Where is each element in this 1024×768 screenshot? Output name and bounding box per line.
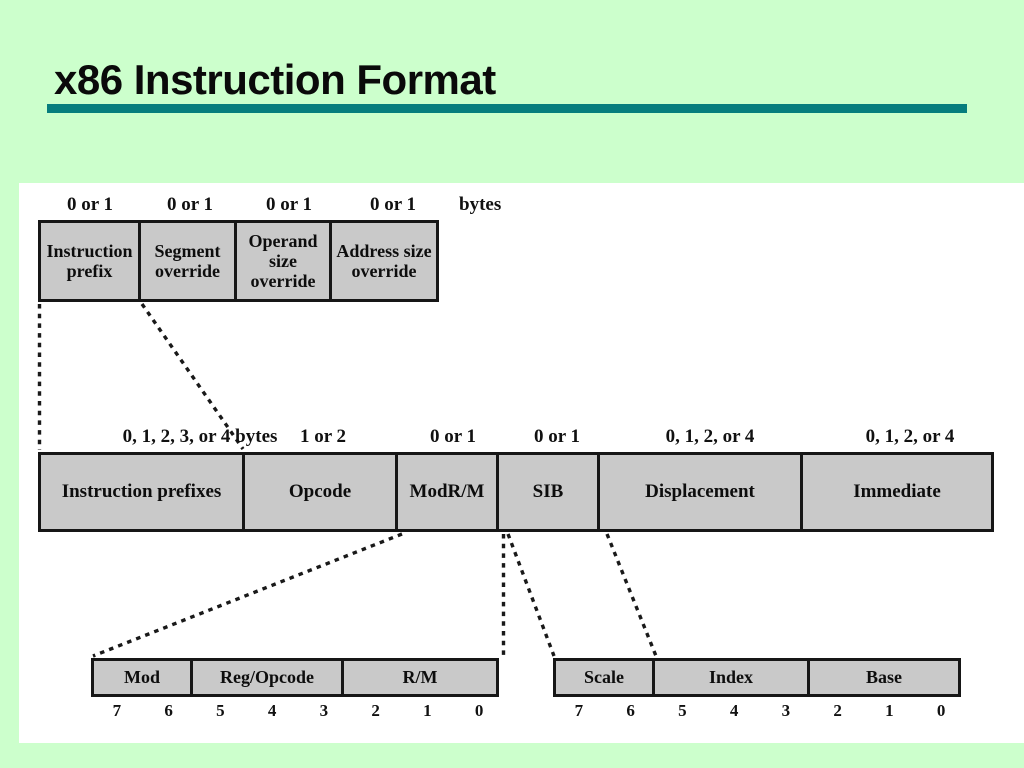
sib-bit-4: 4 [729,701,739,720]
modrm-byte-row: Mod Reg/Opcode R/M [91,658,499,697]
bytes-unit-label: bytes [459,194,502,215]
instruction-row: Instruction prefixes Opcode ModR/M SIB D… [38,452,994,532]
sib-bit-6: 6 [626,701,635,720]
prefix-count-3: 0 or 1 [369,194,417,215]
sib-bit-numbers: 7 6 5 4 3 2 1 0 [553,701,967,721]
sib-bit-5: 5 [678,701,687,720]
sib-bit-3: 3 [781,701,791,720]
sib-bit-7: 7 [574,701,584,720]
prefix-count-0: 0 or 1 [66,194,114,215]
slide-title: x86 Instruction Format [54,56,496,103]
box-segment-override: Segment override [138,220,237,302]
sib-bit-2: 2 [833,701,842,720]
box-address-size-override: Address size override [329,220,439,302]
instr-count-3: 0 or 1 [533,426,581,447]
instr-count-0: 0, 1, 2, 3, or 4 bytes [122,426,278,447]
box-instruction-prefixes: Instruction prefixes [38,452,245,532]
box-reg-opcode: Reg/Opcode [190,658,344,697]
modrm-bit-numbers: 7 6 5 4 3 2 1 0 [91,701,505,721]
box-sib: SIB [496,452,600,532]
modrm-bit-1: 1 [423,701,432,720]
box-rm: R/M [341,658,499,697]
sib-bit-0: 0 [936,701,946,720]
box-index: Index [652,658,810,697]
modrm-bit-4: 4 [267,701,277,720]
modrm-bit-2: 2 [371,701,380,720]
sib-bit-1: 1 [885,701,894,720]
box-immediate: Immediate [800,452,994,532]
box-instruction-prefix: Instruction prefix [38,220,141,302]
box-mod: Mod [91,658,193,697]
instr-count-5: 0, 1, 2, or 4 [865,426,955,447]
instr-count-2: 0 or 1 [429,426,477,447]
box-operand-size-override: Operand size override [234,220,332,302]
modrm-bit-3: 3 [319,701,329,720]
box-displacement: Displacement [597,452,803,532]
box-scale: Scale [553,658,655,697]
instr-count-1: 1 or 2 [299,426,347,447]
prefix-row: Instruction prefix Segment override Oper… [38,220,439,302]
modrm-bit-7: 7 [112,701,122,720]
box-modrm: ModR/M [395,452,499,532]
modrm-bit-0: 0 [474,701,484,720]
box-base: Base [807,658,961,697]
modrm-bit-6: 6 [164,701,173,720]
sib-byte-row: Scale Index Base [553,658,961,697]
prefix-count-2: 0 or 1 [265,194,313,215]
modrm-bit-5: 5 [216,701,225,720]
instr-count-4: 0, 1, 2, or 4 [665,426,755,447]
box-opcode: Opcode [242,452,398,532]
title-underline-bar [47,104,967,113]
prefix-count-1: 0 or 1 [166,194,214,215]
